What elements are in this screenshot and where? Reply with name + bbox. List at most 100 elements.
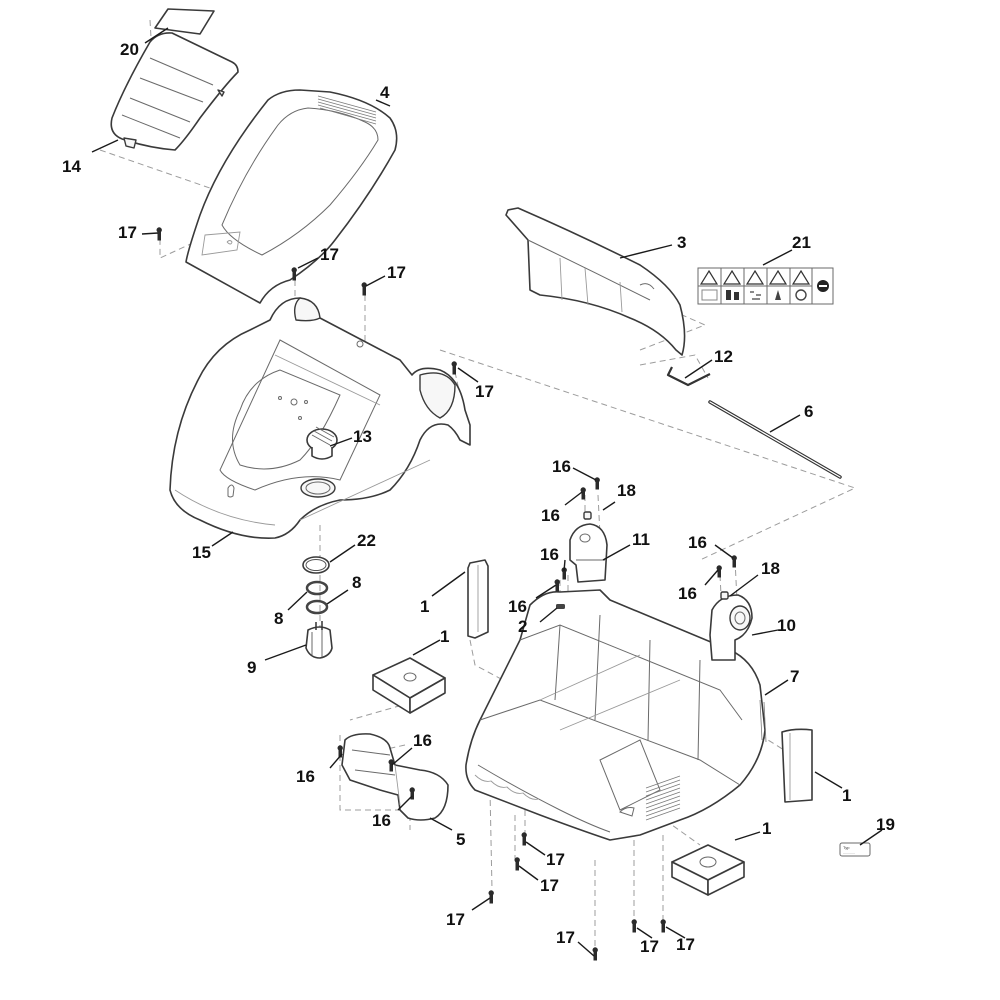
person-distance-icon bbox=[726, 290, 731, 300]
callout-8[interactable]: 8 bbox=[352, 573, 361, 592]
fill-port bbox=[300, 478, 336, 498]
part-11-left-wheel-mount[interactable] bbox=[569, 523, 608, 583]
part-1-damping-block-right[interactable] bbox=[671, 844, 745, 896]
screw-17[interactable] bbox=[514, 857, 520, 871]
callout-17[interactable]: 17 bbox=[540, 876, 559, 895]
callout-10[interactable]: 10 bbox=[777, 616, 796, 635]
part-4-hood-frame[interactable] bbox=[185, 89, 398, 304]
callout-2[interactable]: 2 bbox=[518, 617, 527, 636]
callout-16[interactable]: 16 bbox=[372, 811, 391, 830]
callout-17[interactable]: 17 bbox=[546, 850, 565, 869]
callout-12[interactable]: 12 bbox=[714, 347, 733, 366]
part-6-rod[interactable] bbox=[708, 400, 842, 479]
callout-16[interactable]: 16 bbox=[678, 584, 697, 603]
part-21-warning-label[interactable] bbox=[697, 267, 834, 305]
screw-17[interactable] bbox=[660, 919, 666, 933]
part-12-hex-key[interactable] bbox=[666, 366, 711, 387]
part-14-cover-flap[interactable] bbox=[110, 32, 239, 151]
callout-17[interactable]: 17 bbox=[556, 928, 575, 947]
callout-9[interactable]: 9 bbox=[247, 658, 256, 677]
screw-17[interactable] bbox=[451, 361, 457, 375]
callout-16[interactable]: 16 bbox=[296, 767, 315, 786]
screw-17[interactable] bbox=[361, 282, 367, 296]
callout-17[interactable]: 17 bbox=[118, 223, 137, 242]
callout-8[interactable]: 8 bbox=[274, 609, 283, 628]
part-18-nut-left[interactable] bbox=[583, 511, 592, 520]
callout-1[interactable]: 1 bbox=[762, 819, 771, 838]
part-19-rating-plate[interactable]: Typ ............ bbox=[839, 842, 871, 857]
screw-16[interactable] bbox=[594, 477, 600, 490]
callout-16[interactable]: 16 bbox=[413, 731, 432, 750]
callout-15[interactable]: 15 bbox=[192, 543, 211, 562]
child-icon bbox=[775, 290, 781, 300]
callout-19[interactable]: 19 bbox=[876, 815, 895, 834]
part-1-damping-block-left[interactable] bbox=[372, 657, 446, 714]
part-9-plug[interactable] bbox=[305, 621, 333, 659]
manual-book-icon bbox=[701, 289, 718, 301]
callout-17[interactable]: 17 bbox=[320, 245, 339, 264]
screw-17[interactable] bbox=[488, 890, 494, 904]
callout-18[interactable]: 18 bbox=[617, 481, 636, 500]
thrown-objects-icon bbox=[750, 291, 761, 300]
screw-17[interactable] bbox=[156, 227, 162, 241]
callout-3[interactable]: 3 bbox=[677, 233, 686, 252]
screw-16[interactable] bbox=[554, 579, 560, 592]
screw-17[interactable] bbox=[592, 947, 598, 961]
screw-16[interactable] bbox=[388, 759, 394, 772]
callout-17[interactable]: 17 bbox=[446, 910, 465, 929]
part-8-o-ring-lower[interactable] bbox=[305, 599, 329, 615]
callout-7[interactable]: 7 bbox=[790, 667, 799, 686]
warning-triangle-icon bbox=[791, 269, 811, 285]
callout-21[interactable]: 21 bbox=[792, 233, 811, 252]
callout-17[interactable]: 17 bbox=[387, 263, 406, 282]
callout-11[interactable]: 11 bbox=[632, 530, 650, 549]
part-15-upper-housing[interactable] bbox=[169, 297, 471, 539]
callout-18[interactable]: 18 bbox=[761, 559, 780, 578]
part-22-gasket-ring[interactable] bbox=[302, 556, 330, 574]
callout-6[interactable]: 6 bbox=[804, 402, 813, 421]
leader-lines bbox=[91, 27, 883, 957]
warning-hand-icon bbox=[722, 269, 742, 285]
part-1-bumper-tall-left[interactable] bbox=[467, 559, 489, 639]
part-18-nut-right[interactable] bbox=[720, 591, 729, 600]
part-7-chassis[interactable] bbox=[465, 589, 767, 841]
part-20-label[interactable] bbox=[154, 8, 215, 35]
part-13-filler-cap[interactable] bbox=[306, 426, 338, 460]
part-8-o-ring-upper[interactable] bbox=[305, 580, 329, 596]
warning-triangle-icon bbox=[699, 269, 719, 285]
screw-17[interactable] bbox=[631, 919, 637, 933]
part-5-front-bumper-bracket[interactable] bbox=[341, 733, 449, 821]
stop-blade-icon bbox=[795, 289, 807, 301]
rating-plate-line1: Typ bbox=[843, 845, 850, 850]
callout-16[interactable]: 16 bbox=[508, 597, 527, 616]
callout-17[interactable]: 17 bbox=[676, 935, 695, 954]
screw-17[interactable] bbox=[291, 267, 297, 281]
callout-17[interactable]: 17 bbox=[640, 937, 659, 956]
part-2-clip[interactable] bbox=[556, 604, 565, 609]
callout-16[interactable]: 16 bbox=[688, 533, 707, 552]
callout-4[interactable]: 4 bbox=[380, 83, 390, 102]
screw-17[interactable] bbox=[521, 832, 527, 846]
rating-plate-line2: ............ bbox=[843, 851, 855, 855]
screws bbox=[156, 227, 737, 961]
callout-22[interactable]: 22 bbox=[357, 531, 376, 550]
callout-16[interactable]: 16 bbox=[552, 457, 571, 476]
callout-16[interactable]: 16 bbox=[540, 545, 559, 564]
callout-16[interactable]: 16 bbox=[541, 506, 560, 525]
callout-20[interactable]: 20 bbox=[120, 40, 139, 59]
callout-1[interactable]: 1 bbox=[420, 597, 429, 616]
part-3-side-flap[interactable] bbox=[505, 207, 686, 356]
part-1-bumper-tall-right[interactable] bbox=[781, 728, 813, 803]
callout-14[interactable]: 14 bbox=[62, 157, 81, 176]
screw-16[interactable] bbox=[409, 787, 415, 800]
callout-1[interactable]: 1 bbox=[440, 627, 449, 646]
screw-16[interactable] bbox=[716, 565, 722, 578]
callout-1[interactable]: 1 bbox=[842, 786, 851, 805]
part-10-right-wheel-mount[interactable] bbox=[709, 594, 753, 661]
screw-16[interactable] bbox=[580, 487, 586, 500]
callouts: 20 14 4 17 17 17 17 3 21 12 6 13 15 22 8… bbox=[62, 40, 895, 956]
callout-5[interactable]: 5 bbox=[456, 830, 465, 849]
callout-17[interactable]: 17 bbox=[475, 382, 494, 401]
callout-13[interactable]: 13 bbox=[353, 427, 372, 446]
